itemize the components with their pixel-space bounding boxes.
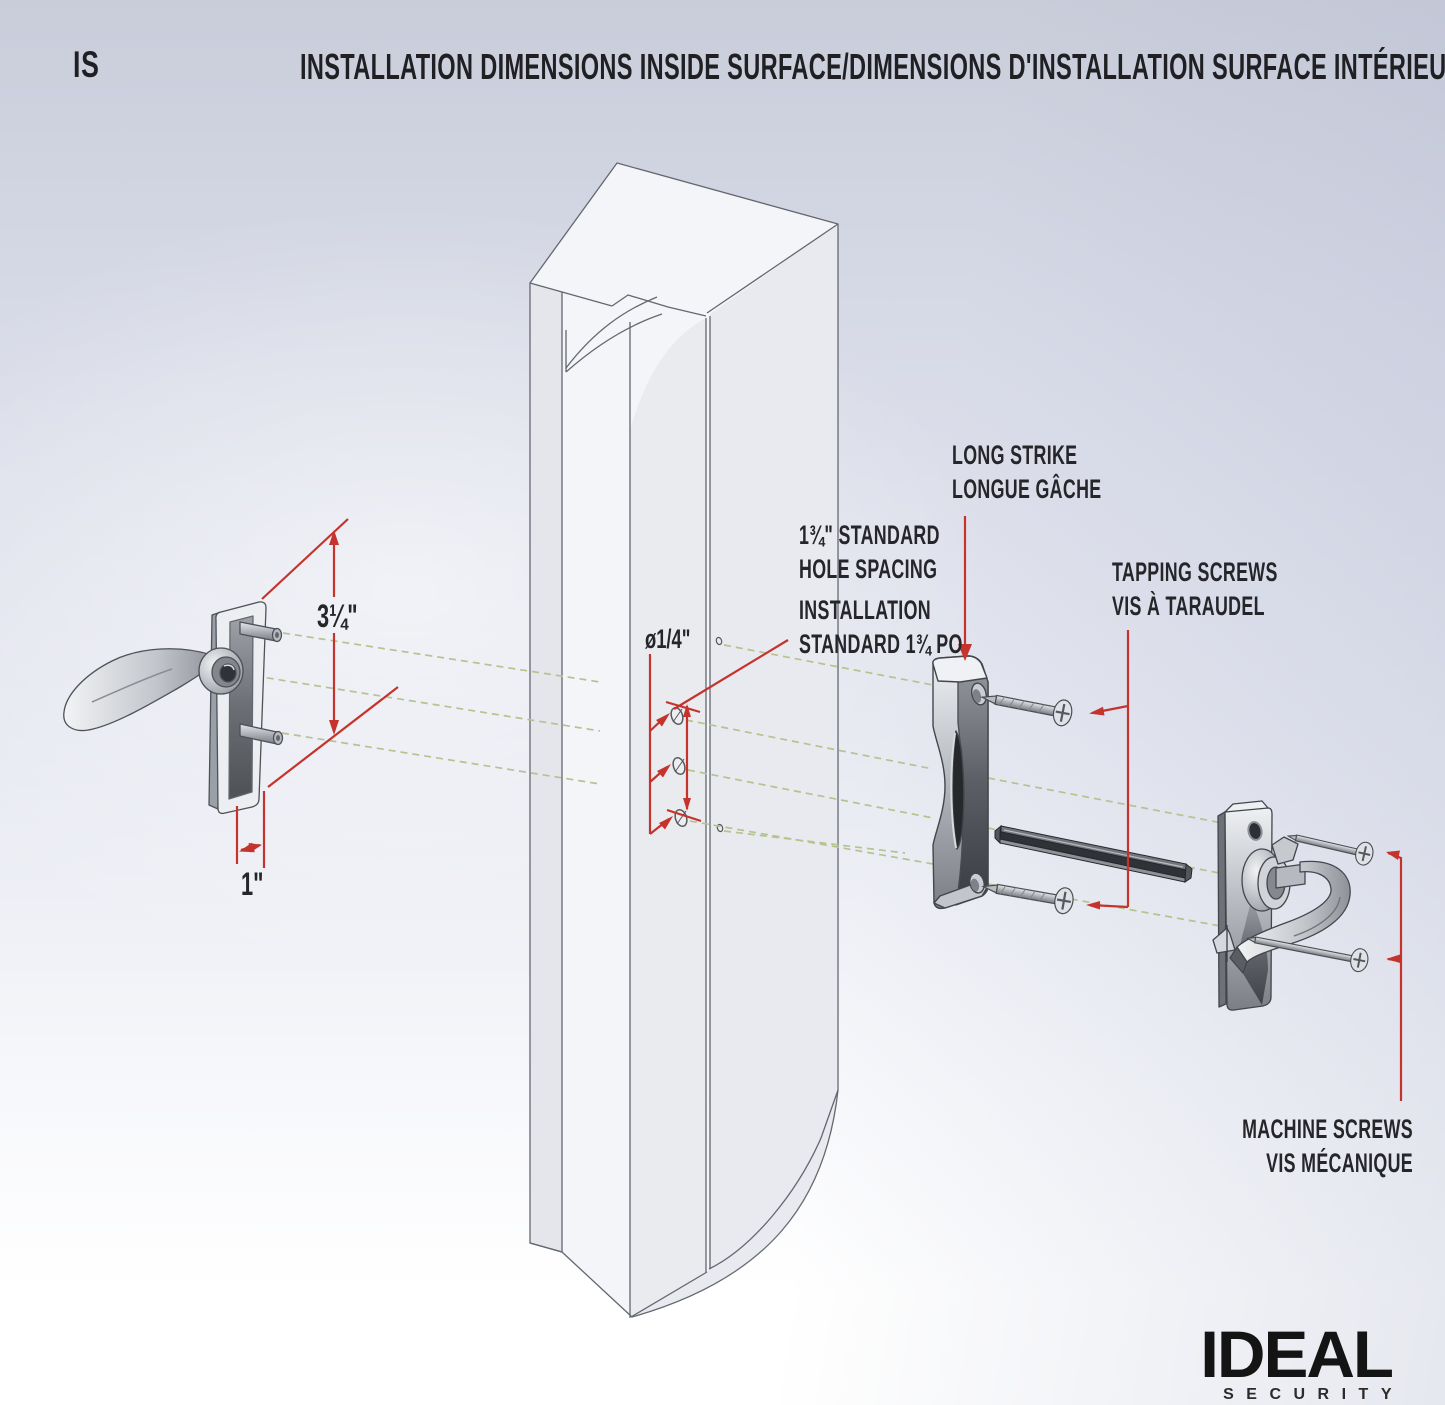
strike-top-face — [932, 655, 988, 683]
latch-assembly — [1212, 800, 1351, 1011]
label-machine-screws: MACHINE SCREWS VIS MÉCANIQUE — [1242, 1114, 1413, 1178]
lever-paddle — [63, 648, 219, 732]
machine-screw-top — [1286, 834, 1374, 866]
dimension-tick — [665, 700, 701, 714]
handle-plate-recess — [228, 615, 254, 800]
latch-plate-hole — [1247, 821, 1263, 841]
strike-hole — [969, 682, 987, 894]
leader-line — [673, 639, 789, 710]
label-tapping-screws: TAPPING SCREWS VIS À TARAUDEL — [1112, 557, 1278, 621]
long-strike-plate — [932, 655, 989, 910]
lever-handle — [63, 601, 284, 815]
page-title: INSTALLATION DIMENSIONS INSIDE SURFACE/D… — [300, 46, 1445, 87]
tapping-screw-top — [979, 694, 1073, 727]
latch-keeper-flange — [1212, 927, 1236, 954]
dimension-hole-diameter: ø1/4" — [645, 624, 691, 654]
brand-name: IDEAL — [1200, 1317, 1394, 1391]
label-hole-spacing-en: 1¾" STANDARD HOLE SPACING — [799, 520, 940, 584]
page-code: IS — [73, 44, 100, 85]
extension-line — [267, 686, 399, 788]
machine-screw-bottom — [1245, 936, 1369, 973]
brand-subtitle: SECURITY — [1223, 1386, 1404, 1403]
latch-hook-tail — [1229, 946, 1248, 974]
label-long-strike: LONG STRIKE LONGUE GÂCHE — [952, 440, 1102, 504]
spindle-bar — [994, 824, 1193, 883]
door-stile-wireframe — [529, 162, 839, 1318]
dimension-arrowheads — [239, 530, 1400, 963]
latch-pawl — [1271, 836, 1299, 865]
alignment-lines — [242, 632, 1244, 928]
dimension-tick — [666, 808, 702, 823]
door-hole — [670, 706, 688, 828]
pilot-hole-mark — [715, 636, 724, 833]
tapping-screw-bottom — [981, 883, 1074, 915]
dimension-height-spacing: 3¼" — [317, 598, 358, 634]
brand-logo: IDEAL SECURITY — [1200, 1321, 1394, 1404]
strike-slot — [951, 730, 965, 850]
dimension-plate-width: 1" — [241, 866, 264, 902]
label-hole-spacing-fr: INSTALLATION STANDARD 1¾ PO — [799, 595, 963, 659]
latch-hub — [1275, 863, 1306, 889]
